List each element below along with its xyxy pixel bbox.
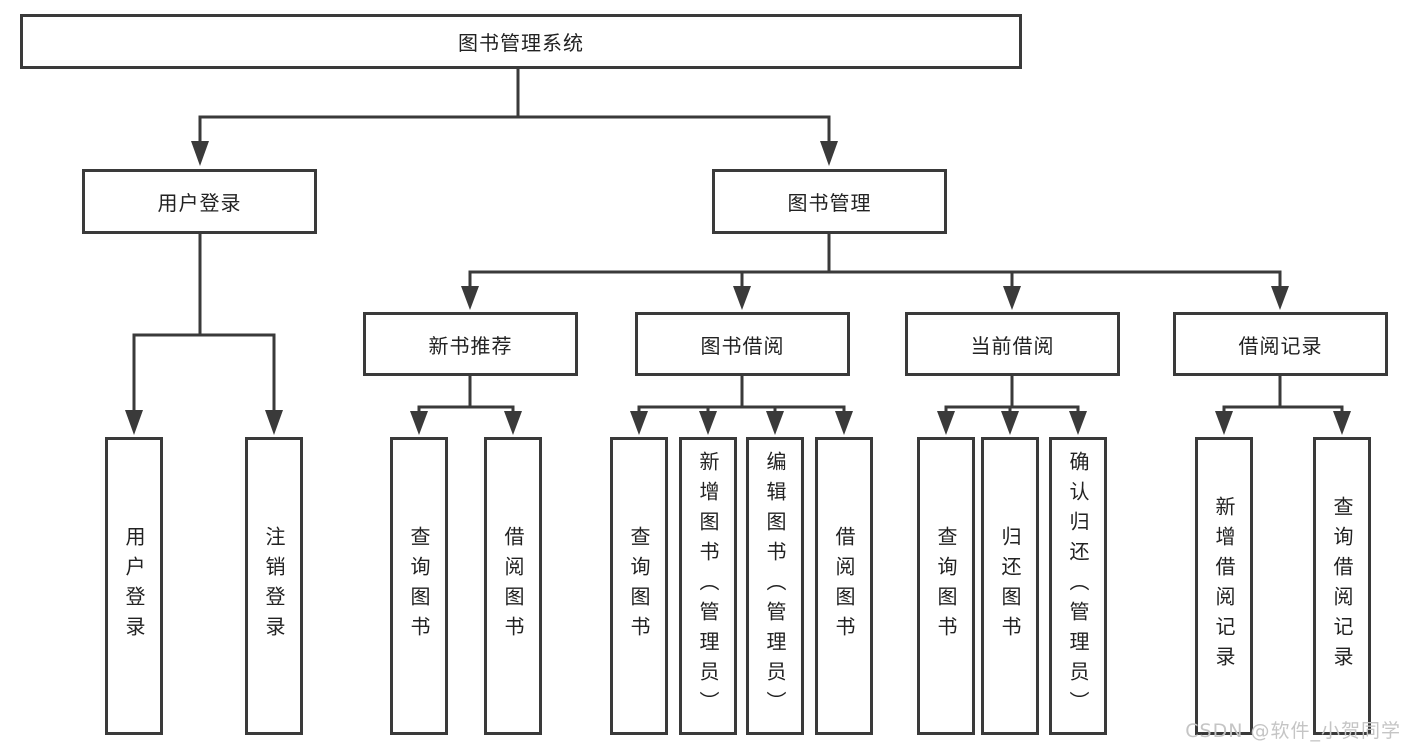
leaf-return-book: 归还图书 [981, 437, 1039, 735]
node-label: 借阅记录 [1238, 333, 1323, 358]
arrow-down-icon [461, 286, 479, 310]
arrow-down-icon [504, 411, 522, 435]
node-label: 用户登录 [157, 191, 242, 215]
arrow-down-icon [835, 411, 853, 435]
leaf-query-book-2: 查询图书 [610, 437, 668, 735]
leaf-query-book-1: 查询图书 [390, 437, 448, 735]
node-borrow-records: 借阅记录 [1173, 312, 1388, 376]
connectors-book-borrow [630, 374, 853, 435]
arrow-down-icon [1333, 411, 1351, 435]
node-label: 新增图书（管理员） [696, 451, 720, 721]
arrow-down-icon [937, 411, 955, 435]
leaf-edit-book-admin: 编辑图书（管理员） [746, 437, 804, 735]
node-book-management: 图书管理 [712, 169, 947, 234]
node-label: 确认归还（管理员） [1066, 451, 1090, 721]
arrow-down-icon [125, 410, 143, 435]
node-new-book-recommend: 新书推荐 [363, 312, 578, 376]
node-label: 借阅图书 [501, 526, 525, 646]
connectors-book-management [461, 232, 1289, 310]
leaf-user-login: 用户登录 [105, 437, 163, 735]
arrow-down-icon [1001, 411, 1019, 435]
leaf-logout: 注销登录 [245, 437, 303, 735]
arrow-down-icon [1069, 411, 1087, 435]
arrow-down-icon [1271, 286, 1289, 310]
node-label: 注销登录 [262, 526, 286, 646]
node-label: 查询图书 [934, 526, 958, 646]
arrow-down-icon [265, 410, 283, 435]
node-label: 新书推荐 [428, 333, 513, 358]
leaf-borrow-book-2: 借阅图书 [815, 437, 873, 735]
connectors-user-login [125, 232, 283, 435]
arrow-down-icon [630, 411, 648, 435]
node-book-borrow: 图书借阅 [635, 312, 850, 376]
node-label: 用户登录 [122, 526, 146, 646]
arrow-down-icon [820, 141, 838, 166]
arrow-down-icon [1003, 286, 1021, 310]
arrow-down-icon [1215, 411, 1233, 435]
node-label: 图书借阅 [700, 333, 785, 358]
leaf-add-borrow-record: 新增借阅记录 [1195, 437, 1253, 735]
node-label: 查询图书 [627, 526, 651, 646]
arrow-down-icon [410, 411, 428, 435]
leaf-borrow-book-1: 借阅图书 [484, 437, 542, 735]
connectors-current-borrow [937, 374, 1087, 435]
node-label: 借阅图书 [832, 526, 856, 646]
node-label: 图书管理系统 [458, 31, 584, 55]
connectors-root [191, 67, 838, 166]
node-label: 归还图书 [998, 526, 1022, 646]
node-user-login: 用户登录 [82, 169, 317, 234]
node-label: 查询图书 [407, 526, 431, 646]
node-label: 编辑图书（管理员） [763, 451, 787, 721]
node-label: 图书管理 [787, 191, 872, 215]
node-current-borrow: 当前借阅 [905, 312, 1120, 376]
node-label: 当前借阅 [970, 333, 1055, 358]
connectors-borrow-records [1215, 374, 1351, 435]
arrow-down-icon [766, 411, 784, 435]
connectors-new-book-recommend [410, 374, 522, 435]
leaf-query-borrow-record: 查询借阅记录 [1313, 437, 1371, 735]
leaf-confirm-return-admin: 确认归还（管理员） [1049, 437, 1107, 735]
arrow-down-icon [733, 286, 751, 310]
node-root-system: 图书管理系统 [20, 14, 1022, 69]
arrow-down-icon [191, 141, 209, 166]
arrow-down-icon [699, 411, 717, 435]
csdn-watermark: CSDN @软件_小贺同学 [1185, 720, 1401, 742]
leaf-add-book-admin: 新增图书（管理员） [679, 437, 737, 735]
leaf-query-book-3: 查询图书 [917, 437, 975, 735]
node-label: 查询借阅记录 [1330, 496, 1354, 676]
node-label: 新增借阅记录 [1212, 496, 1236, 676]
